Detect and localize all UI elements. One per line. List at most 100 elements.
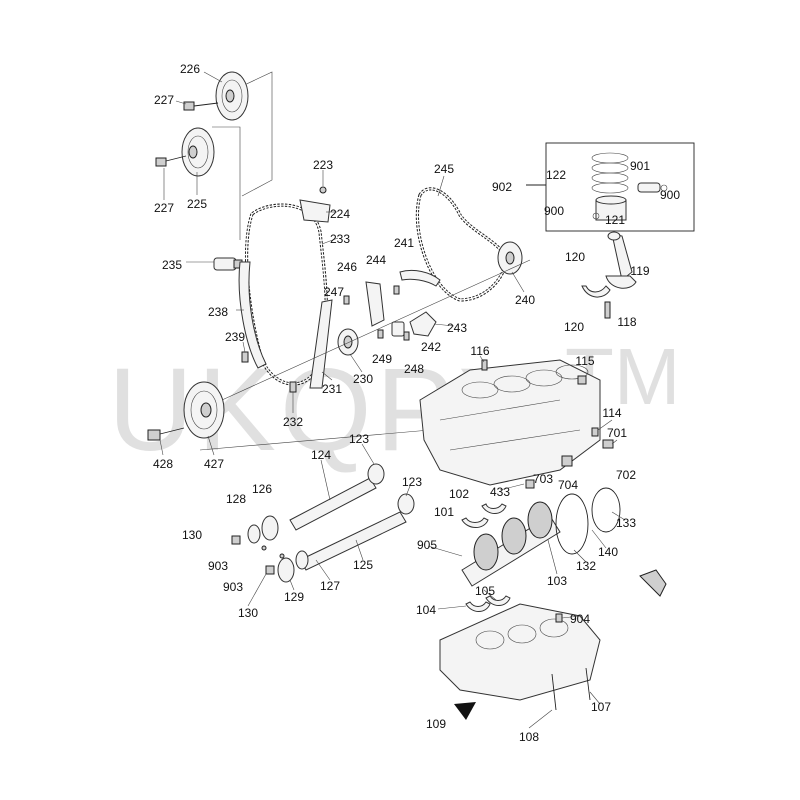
part-label-224: 224	[330, 207, 350, 221]
part-label-240: 240	[515, 293, 535, 307]
reluctor-ring-132	[555, 493, 589, 555]
connecting-rod-119	[605, 231, 637, 289]
part-label-903: 903	[208, 559, 228, 573]
part-label-119: 119	[630, 264, 649, 278]
plug-116	[481, 359, 488, 371]
part-label-902: 902	[492, 180, 512, 194]
plug-115	[577, 375, 587, 385]
gears-126-127-128-129	[247, 515, 309, 583]
part-label-121: 121	[605, 213, 625, 227]
piston-121	[595, 195, 627, 221]
plug-904	[555, 613, 563, 623]
piston-pin-901	[637, 182, 661, 193]
direction-arrow-icon-lower	[454, 702, 476, 720]
part-label-231: 231	[322, 382, 342, 396]
guide-243	[409, 311, 437, 337]
part-label-108: 108	[519, 730, 539, 744]
part-label-103: 103	[547, 574, 567, 588]
part-label-900: 900	[660, 188, 680, 202]
part-label-226: 226	[180, 62, 200, 76]
bolts-107-108	[551, 667, 591, 711]
part-label-123: 123	[349, 432, 369, 446]
part-label-428: 428	[153, 457, 173, 471]
guide-241	[399, 269, 441, 287]
part-label-701: 701	[607, 426, 627, 440]
crank-damper-427	[183, 381, 225, 439]
part-label-102: 102	[449, 487, 469, 501]
part-label-230: 230	[353, 372, 373, 386]
part-label-905: 905	[417, 538, 437, 552]
part-label-904: 904	[570, 612, 590, 626]
engine-block	[419, 359, 601, 486]
sprocket-guide-lines	[212, 71, 273, 240]
bolts-244-247-249	[343, 285, 410, 341]
part-label-120: 120	[565, 250, 585, 264]
part-label-245: 245	[434, 162, 454, 176]
part-label-702: 702	[616, 468, 636, 482]
piston-rings-122	[591, 152, 629, 194]
part-label-114: 114	[602, 406, 621, 420]
part-label-125: 125	[353, 558, 373, 572]
part-label-132: 132	[576, 559, 596, 573]
part-label-223: 223	[313, 158, 333, 172]
bolts-130-903	[231, 535, 285, 575]
part-label-903: 903	[223, 580, 243, 594]
bearing-123-lower	[397, 493, 415, 515]
bearings-101-102	[461, 503, 507, 528]
tensioner-246	[365, 281, 385, 327]
part-label-246: 246	[337, 260, 357, 274]
tensioner-248	[391, 321, 405, 337]
part-label-105: 105	[475, 584, 495, 598]
leader-lines	[159, 71, 626, 729]
part-label-128: 128	[226, 492, 246, 506]
part-label-242: 242	[421, 340, 441, 354]
camshaft-sprocket-225	[181, 127, 215, 177]
piston-inset-frame	[545, 142, 695, 232]
bolt-118	[604, 301, 611, 319]
part-label-433: 433	[490, 485, 510, 499]
bolt-227-upper	[183, 101, 219, 111]
bearing-120	[581, 285, 611, 298]
part-label-127: 127	[320, 579, 340, 593]
part-label-901: 901	[630, 159, 650, 173]
part-label-140: 140	[598, 545, 618, 559]
part-label-120: 120	[564, 320, 584, 334]
bolt-232	[289, 381, 297, 393]
direction-arrow-icon-upper	[639, 569, 667, 597]
sensor-parts-114-701-702-704	[525, 427, 614, 489]
part-label-900: 900	[544, 204, 564, 218]
part-label-130: 130	[182, 528, 202, 542]
part-label-123: 123	[402, 475, 422, 489]
tensioner-shoe-238	[238, 261, 267, 369]
part-label-122: 122	[546, 168, 566, 182]
seal-133	[591, 487, 621, 533]
crank-sprocket-230	[337, 328, 359, 356]
bolt-227-lower	[155, 155, 187, 167]
part-label-104: 104	[416, 603, 436, 617]
part-label-247: 247	[324, 285, 344, 299]
thrust-bearings-104-105	[465, 595, 511, 612]
part-label-233: 233	[330, 232, 350, 246]
part-label-225: 225	[187, 197, 207, 211]
part-label-249: 249	[372, 352, 392, 366]
part-label-107: 107	[591, 700, 611, 714]
bolt-239	[241, 351, 249, 363]
part-label-704: 704	[558, 478, 578, 492]
chain-guide-224	[299, 186, 331, 223]
balance-sprocket-240	[497, 241, 523, 275]
fixed-guide-231	[309, 299, 333, 389]
camshaft-sprocket-226	[215, 71, 249, 121]
lower-crankcase	[439, 603, 601, 701]
part-label-130: 130	[238, 606, 258, 620]
part-label-118: 118	[617, 315, 636, 329]
part-label-115: 115	[575, 354, 594, 368]
part-label-227: 227	[154, 201, 174, 215]
part-label-241: 241	[394, 236, 414, 250]
part-label-116: 116	[470, 344, 489, 358]
crankshaft-905	[461, 501, 561, 587]
part-label-109: 109	[426, 717, 446, 731]
part-label-232: 232	[283, 415, 303, 429]
balance-shaft-124	[289, 463, 385, 531]
